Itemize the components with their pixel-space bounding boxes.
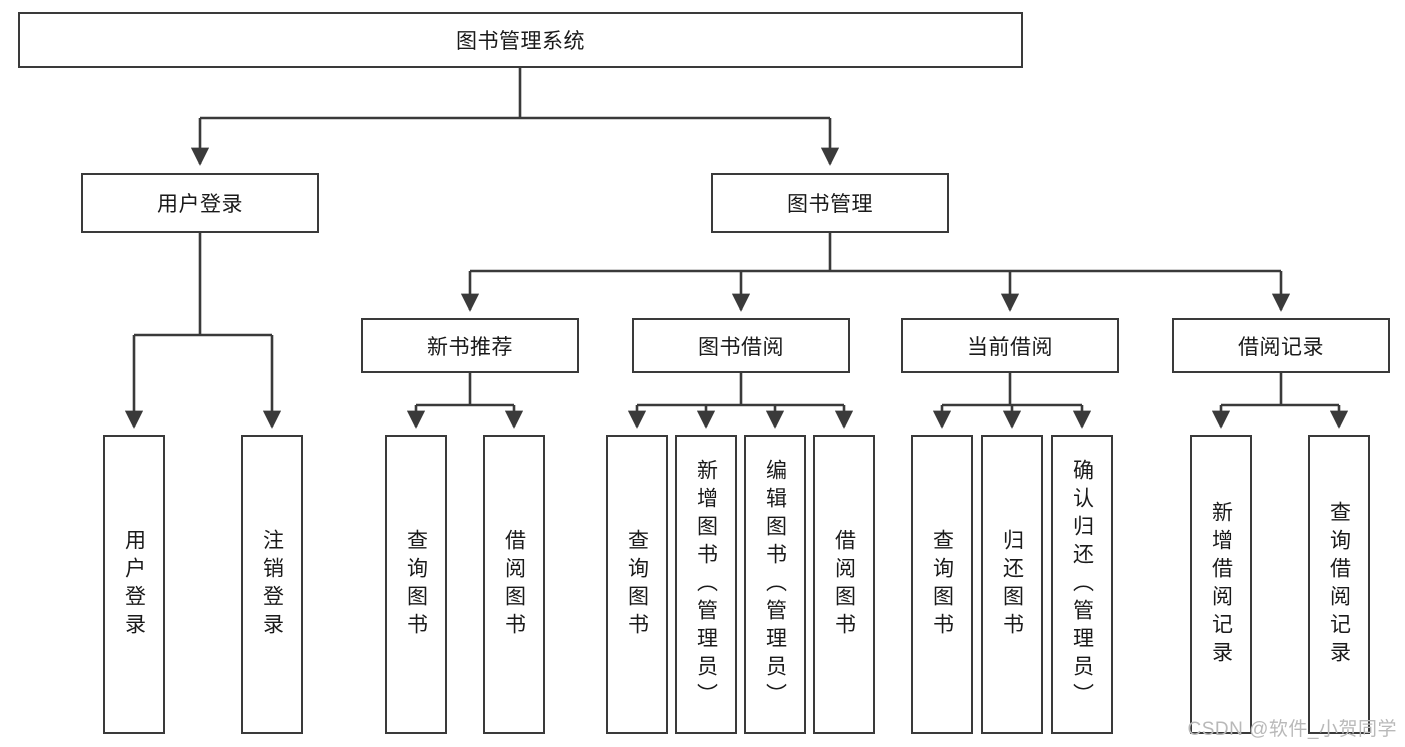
leaf-label: 新增图书（管理员） [694,458,718,711]
leaf-user-login[interactable]: 用户登录 [103,435,165,734]
leaf-query-book-borrow[interactable]: 查询图书 [606,435,668,734]
leaf-label: 查询图书 [404,528,428,641]
leaf-label: 新增借阅记录 [1209,500,1233,669]
leaf-add-borrow-record[interactable]: 新增借阅记录 [1190,435,1252,734]
leaf-edit-book-admin[interactable]: 编辑图书（管理员） [744,435,806,734]
leaf-add-book-admin[interactable]: 新增图书（管理员） [675,435,737,734]
node-borrow-record-label: 借阅记录 [1238,335,1324,359]
leaf-label: 注销登录 [260,528,284,641]
leaf-label: 用户登录 [122,528,146,641]
node-new-book-recommend[interactable]: 新书推荐 [361,318,579,373]
node-book-borrow[interactable]: 图书借阅 [632,318,850,373]
leaf-label: 查询图书 [930,528,954,641]
leaf-return-book[interactable]: 归还图书 [981,435,1043,734]
watermark: CSDN @软件_小贺同学 [1187,719,1397,740]
node-user-login-label: 用户登录 [157,193,243,216]
leaf-label: 查询借阅记录 [1327,500,1351,669]
node-book-borrow-label: 图书借阅 [698,335,784,359]
leaf-query-borrow-record[interactable]: 查询借阅记录 [1308,435,1370,734]
node-book-management[interactable]: 图书管理 [711,173,949,233]
leaf-label: 编辑图书（管理员） [763,458,787,711]
leaf-label: 借阅图书 [502,528,526,641]
leaf-confirm-return-admin[interactable]: 确认归还（管理员） [1051,435,1113,734]
node-new-book-recommend-label: 新书推荐 [427,335,513,359]
node-borrow-record[interactable]: 借阅记录 [1172,318,1390,373]
node-current-borrow[interactable]: 当前借阅 [901,318,1119,373]
leaf-query-book-recommend[interactable]: 查询图书 [385,435,447,734]
leaf-borrow-book[interactable]: 借阅图书 [813,435,875,734]
leaf-label: 确认归还（管理员） [1070,458,1094,711]
leaf-label: 借阅图书 [832,528,856,641]
node-book-management-label: 图书管理 [787,193,873,216]
leaf-borrow-book-recommend[interactable]: 借阅图书 [483,435,545,734]
leaf-label: 归还图书 [1000,528,1024,641]
leaf-query-book-current[interactable]: 查询图书 [911,435,973,734]
leaf-logout[interactable]: 注销登录 [241,435,303,734]
node-root[interactable]: 图书管理系统 [18,12,1023,68]
node-user-login[interactable]: 用户登录 [81,173,319,233]
node-current-borrow-label: 当前借阅 [967,335,1053,359]
leaf-label: 查询图书 [625,528,649,641]
node-root-label: 图书管理系统 [456,30,585,53]
